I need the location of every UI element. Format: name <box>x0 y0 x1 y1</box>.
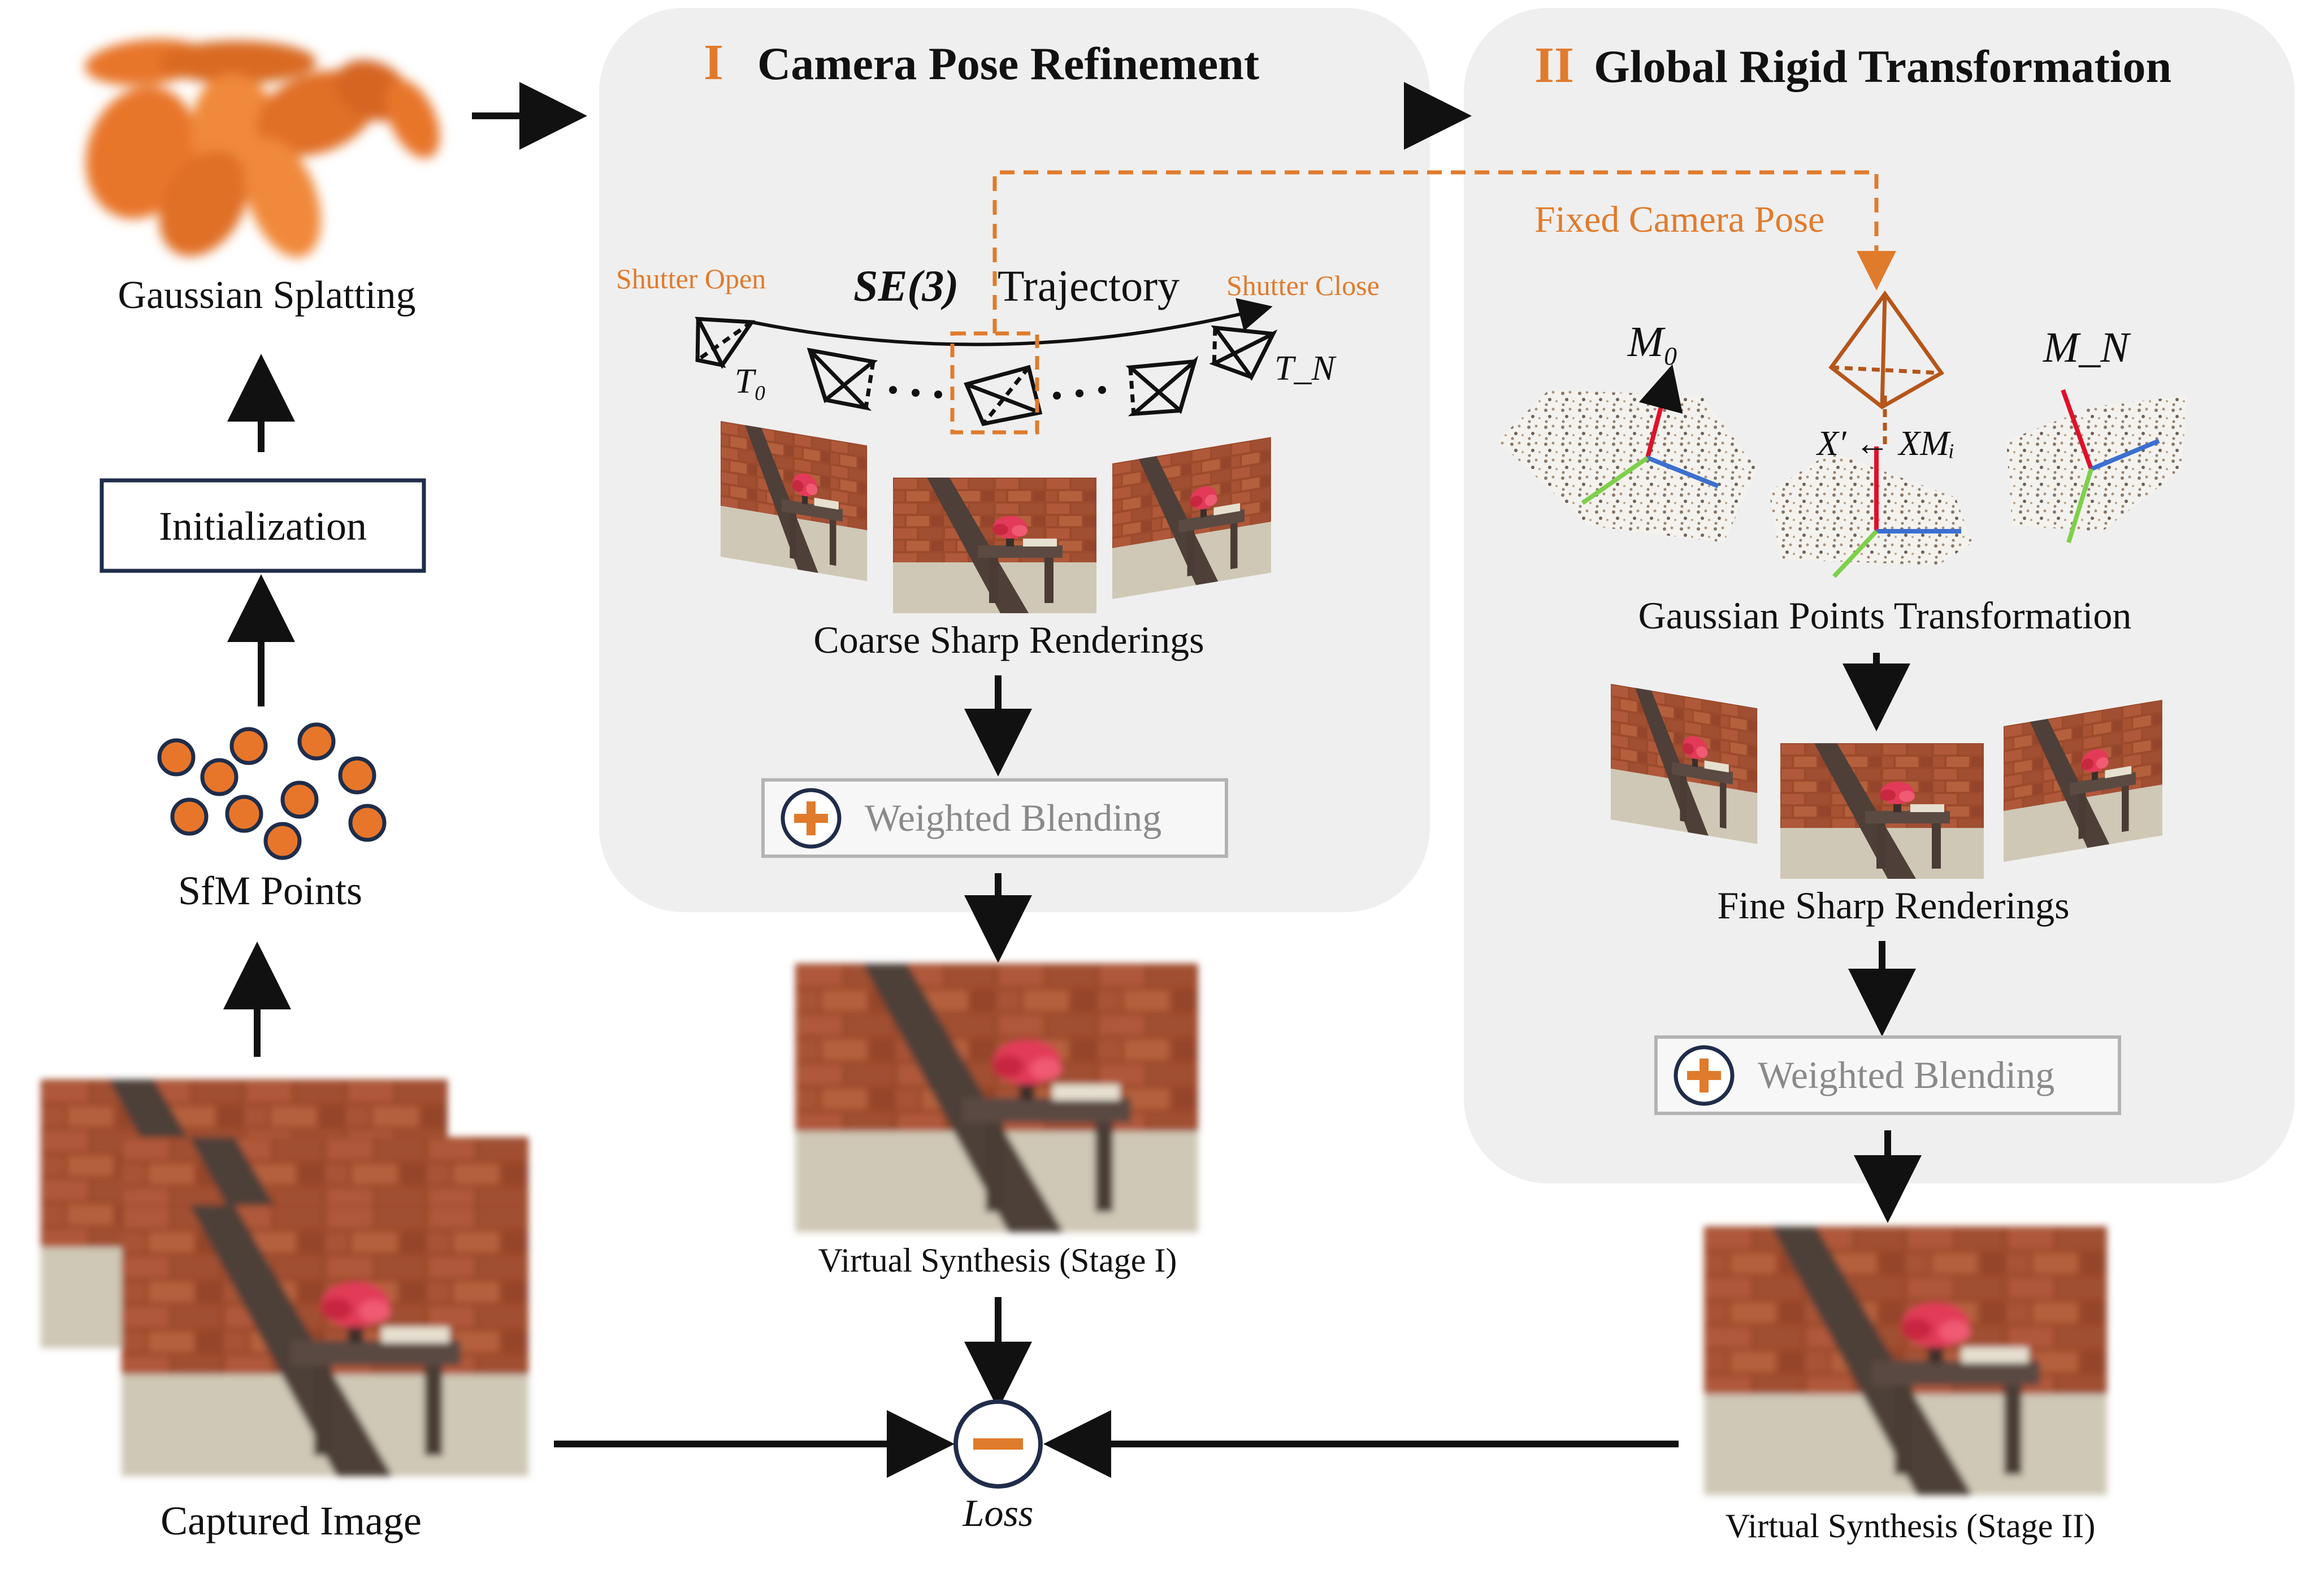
captured-image-stack <box>41 1079 528 1476</box>
gaussian-splatting-label: Gaussian Splatting <box>118 274 416 317</box>
initialization-box <box>99 478 426 573</box>
point-cloud-right <box>2006 389 2187 544</box>
fixed-pose-label: Fixed Camera Pose <box>1534 199 1824 240</box>
tn-label: T_N <box>1274 349 1337 388</box>
synthesis-image-stage1 <box>795 964 1198 1233</box>
blend-label-stage1: Weighted Blending <box>865 796 1161 839</box>
trajectory-curve <box>751 298 1273 346</box>
camera-icon <box>807 348 878 411</box>
camera-icon <box>1125 355 1199 417</box>
synthesis-image-stage2 <box>1704 1226 2107 1495</box>
trajectory-dots <box>889 386 1106 400</box>
t0-label: T₀ <box>735 362 766 401</box>
coarse-rendering-center <box>893 478 1096 613</box>
stage1-title: Camera Pose Refinement <box>757 38 1259 89</box>
fine-renderings-label: Fine Sharp Renderings <box>1717 884 2069 927</box>
coarse-rendering-left <box>721 421 868 582</box>
captured-image-label: Captured Image <box>161 1498 422 1543</box>
gaussian-splatting-icon <box>85 39 440 258</box>
sfm-points-label: SfM Points <box>178 868 362 913</box>
camera-icon <box>964 365 1043 426</box>
sfm-points-icon <box>157 722 387 860</box>
fine-rendering-left <box>1611 684 1758 844</box>
synthesis-label-stage1: Virtual Synthesis (Stage I) <box>818 1242 1177 1279</box>
blend-label-stage2: Weighted Blending <box>1758 1053 2054 1096</box>
transform-equation: X′ ← XMᵢ <box>1815 424 1955 463</box>
stage1-panel <box>599 8 1430 912</box>
fixed-pose-dashed-link <box>992 170 1896 333</box>
stage2-title: Global Rigid Transformation <box>1594 41 2171 92</box>
shutter-open-label: Shutter Open <box>616 263 766 294</box>
coarse-rendering-right <box>1112 437 1271 599</box>
gaussian-points-label: Gaussian Points Transformation <box>1638 594 2132 637</box>
m0-label: M₀ <box>1627 318 1679 366</box>
stage2-roman: II <box>1534 37 1574 93</box>
camera-icon <box>1209 325 1278 381</box>
camera-frustums <box>695 316 1278 426</box>
stage1-roman: I <box>704 34 723 90</box>
point-cloud-center <box>1769 446 1972 578</box>
point-cloud-left <box>1498 364 1758 543</box>
mn-label: M_N <box>2043 324 2131 371</box>
stage2-panel <box>1464 8 2295 1183</box>
synthesis-label-stage2: Virtual Synthesis (Stage II) <box>1726 1507 2096 1545</box>
selected-pose-box <box>950 331 1039 435</box>
loss-label: Loss <box>963 1491 1034 1534</box>
camera-icon <box>695 316 756 369</box>
fine-rendering-right <box>2004 700 2162 862</box>
shutter-close-label: Shutter Close <box>1226 270 1380 301</box>
coarse-renderings-label: Coarse Sharp Renderings <box>813 618 1204 661</box>
trajectory-label: Trajectory <box>998 261 1180 310</box>
se3-label: SE(3) <box>853 261 959 310</box>
initialization-label: Initialization <box>159 504 367 549</box>
fine-rendering-center <box>1780 743 1984 879</box>
fixed-camera-icon <box>1828 290 1945 446</box>
